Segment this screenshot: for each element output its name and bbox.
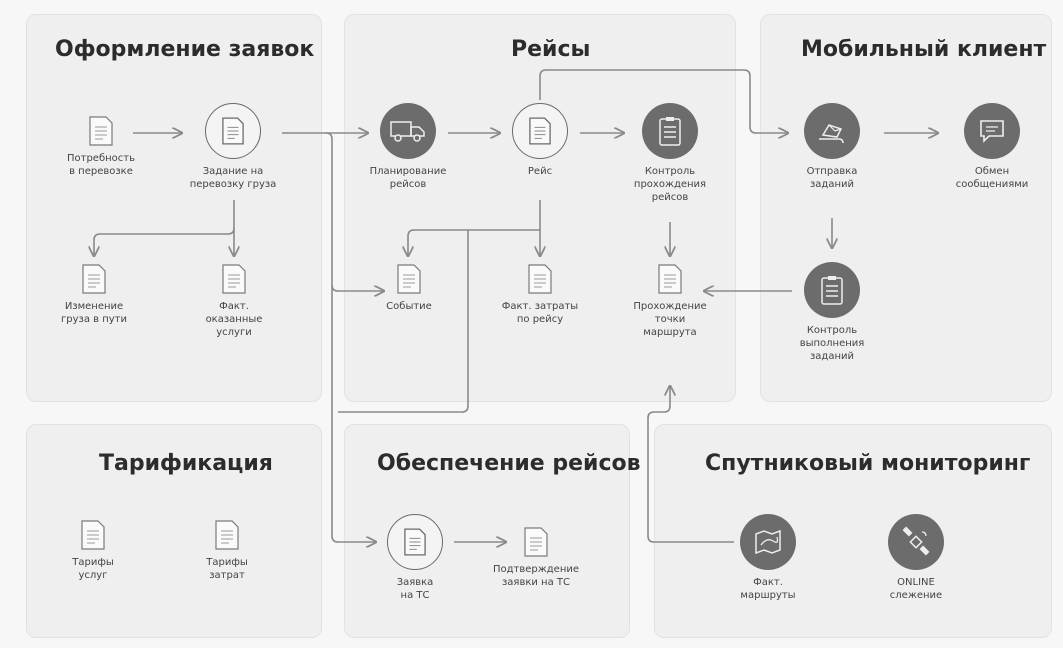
node-trip-label: Рейс xyxy=(527,166,553,177)
panel-title-tariff: Тарификация xyxy=(99,451,273,476)
panel-title-satellite: Спутниковый мониторинг xyxy=(705,451,1031,476)
node-task[interactable]: Задание на перевозку груза xyxy=(173,103,293,191)
truck-icon xyxy=(380,103,436,159)
node-fact-routes-label: Факт. маршруты xyxy=(740,577,796,601)
node-tariff-costs-label: Тарифы затрат xyxy=(206,557,248,581)
node-fact-costs[interactable]: Факт. затраты по рейсу xyxy=(480,264,600,326)
node-vehicle-request-label: Заявка на ТС xyxy=(396,577,434,601)
node-tariff-services[interactable]: Тарифы услуг xyxy=(33,520,153,582)
node-route-point-label: Прохождение точки маршрута xyxy=(633,301,707,338)
document-icon xyxy=(524,527,548,557)
node-need-label: Потребность в перевозке xyxy=(66,153,135,177)
document-icon xyxy=(658,264,682,294)
checklist-icon xyxy=(642,103,698,159)
node-need[interactable]: Потребность в перевозке xyxy=(41,116,161,178)
panel-tariff: Тарификация xyxy=(26,424,322,638)
panel-orders: Оформление заявок xyxy=(26,14,322,402)
node-fact-routes[interactable]: Факт. маршруты xyxy=(708,514,828,602)
node-fact-services-label: Факт. оказанные услуги xyxy=(205,301,263,338)
node-messaging-label: Обмен сообщениями xyxy=(955,166,1029,190)
panel-mobile: Мобильный клиент xyxy=(760,14,1052,402)
document-icon xyxy=(528,264,552,294)
node-send-tasks[interactable]: Отправка заданий xyxy=(772,103,892,191)
node-request-confirm-label: Подтверждение заявки на ТС xyxy=(492,564,580,588)
document-icon xyxy=(82,264,106,294)
node-planning[interactable]: Планирование рейсов xyxy=(348,103,468,191)
node-fact-services[interactable]: Факт. оказанные услуги xyxy=(174,264,294,339)
node-cargo-change-label: Изменение груза в пути xyxy=(61,301,127,325)
node-trip-control[interactable]: Контроль прохождения рейсов xyxy=(610,103,730,204)
node-messaging[interactable]: Обмен сообщениями xyxy=(932,103,1052,191)
document-icon xyxy=(215,520,239,550)
document-icon xyxy=(397,264,421,294)
node-tariff-services-label: Тарифы услуг xyxy=(72,557,114,581)
document-icon xyxy=(89,116,113,146)
node-task-control-label: Контроль выполнения заданий xyxy=(799,325,865,362)
node-send-tasks-label: Отправка заданий xyxy=(806,166,858,190)
node-task-control[interactable]: Контроль выполнения заданий xyxy=(772,262,892,363)
node-vehicle-request[interactable]: Заявка на ТС xyxy=(355,514,475,602)
document-icon xyxy=(81,520,105,550)
arrow-trip-send xyxy=(539,69,788,133)
panel-title-support: Обеспечение рейсов xyxy=(377,451,641,476)
document-icon xyxy=(222,264,246,294)
node-trip[interactable]: Рейс xyxy=(480,103,600,178)
panel-title-mobile: Мобильный клиент xyxy=(801,37,1047,62)
hand-envelope-icon xyxy=(804,103,860,159)
node-route-point[interactable]: Прохождение точки маршрута xyxy=(610,264,730,339)
node-online-tracking-label: ONLINE слежение xyxy=(889,577,943,601)
node-fact-costs-label: Факт. затраты по рейсу xyxy=(501,301,579,325)
arrow-task-cargo xyxy=(94,200,235,256)
chat-icon xyxy=(964,103,1020,159)
node-request-confirm[interactable]: Подтверждение заявки на ТС xyxy=(476,527,596,589)
document-circle-icon xyxy=(205,103,261,159)
node-event-label: Событие xyxy=(386,301,432,312)
node-task-label: Задание на перевозку груза xyxy=(189,166,277,190)
node-cargo-change[interactable]: Изменение груза в пути xyxy=(34,264,154,326)
arrow-fact-routepoint xyxy=(647,386,734,543)
map-icon xyxy=(740,514,796,570)
document-circle-icon xyxy=(387,514,443,570)
panel-title-trips: Рейсы xyxy=(511,37,591,62)
node-tariff-costs[interactable]: Тарифы затрат xyxy=(167,520,287,582)
line-trip-down xyxy=(338,230,469,413)
panel-satellite: Спутниковый мониторинг xyxy=(654,424,1052,638)
node-online-tracking[interactable]: ONLINE слежение xyxy=(856,514,976,602)
node-event[interactable]: Событие xyxy=(349,264,469,313)
checklist-icon xyxy=(804,262,860,318)
arrow-trip-event xyxy=(408,229,540,256)
node-trip-control-label: Контроль прохождения рейсов xyxy=(633,166,707,203)
panel-title-orders: Оформление заявок xyxy=(55,37,315,62)
arrow-main-vehicle xyxy=(331,285,376,542)
document-circle-icon xyxy=(512,103,568,159)
satellite-icon xyxy=(888,514,944,570)
node-planning-label: Планирование рейсов xyxy=(369,166,447,190)
